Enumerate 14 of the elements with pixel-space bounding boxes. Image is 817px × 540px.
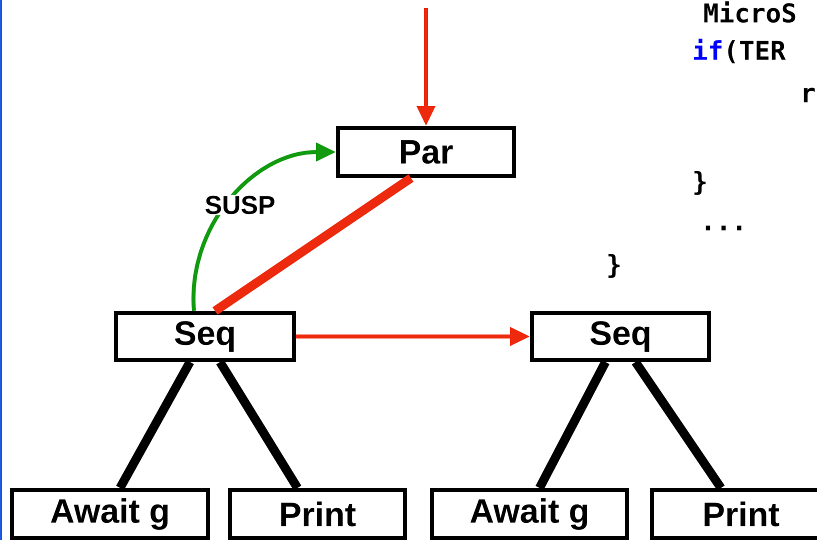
- code-line: }: [694, 171, 706, 195]
- code-line: if (TER: [694, 38, 786, 64]
- tree-node-box: Seq: [114, 310, 296, 362]
- tree-node-box: Await g: [430, 488, 629, 540]
- tree-node-box: Print: [650, 488, 817, 540]
- tree-node-box: Seq: [530, 310, 711, 362]
- code-line: }: [608, 254, 620, 278]
- code-line: MicroS: [704, 1, 796, 23]
- code-line: r: [804, 88, 815, 102]
- edge-label: SUSP: [204, 194, 276, 216]
- code-line: ...: [706, 226, 742, 230]
- tree-node-box: Par: [336, 126, 516, 178]
- tree-node-box: Print: [228, 488, 407, 540]
- tree-node-box: Await g: [10, 488, 210, 540]
